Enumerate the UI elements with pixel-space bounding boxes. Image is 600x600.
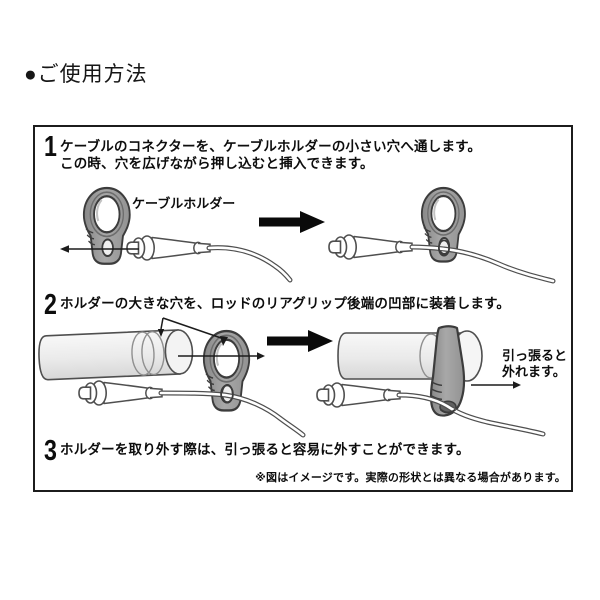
cable-connector-icon — [316, 382, 401, 408]
footnote: ※図はイメージです。実際の形状とは異なる場合があります。 — [255, 472, 566, 484]
cable-connector-icon — [126, 235, 211, 261]
cable-holder-icon — [202, 329, 251, 412]
step-2-text: ホルダーの大きな穴を、ロッドのリアグリップ後端の凹部に装着します。 — [60, 296, 511, 311]
instruction-box: 1 ケーブルのコネクターを、ケーブルホルダーの小さい穴へ通します。 この時、穴を… — [33, 125, 573, 492]
cable-connector-icon — [328, 234, 413, 260]
next-step-arrow-icon — [267, 330, 333, 352]
step-3-number: 3 — [44, 435, 57, 467]
step-2-number: 2 — [44, 289, 57, 321]
step2-left-illustration — [38, 317, 306, 438]
step-1-number: 1 — [44, 131, 57, 163]
pull-to-remove-label: 引っ張ると 外れます。 — [502, 348, 568, 379]
step-3-text: ホルダーを取り外す際は、引っ張ると容易に外すことができます。 — [60, 442, 470, 457]
next-step-arrow-icon — [259, 211, 325, 233]
cable-holder-icon — [420, 186, 467, 263]
rod-rear-grip-icon — [38, 329, 194, 381]
hole-pointer-arrow-icon — [220, 336, 228, 346]
step-1-text: ケーブルのコネクターを、ケーブルホルダーの小さい穴へ通します。 この時、穴を広げ… — [60, 139, 482, 171]
cable-holder-label: ケーブルホルダー — [132, 196, 236, 211]
page-title: ●ご使用方法 — [24, 63, 148, 86]
cable-holder-attached-icon — [429, 325, 466, 417]
groove-pointer-arrow-icon — [157, 329, 165, 337]
step1-right-illustration — [328, 186, 556, 284]
insert-direction-arrow-icon — [60, 245, 69, 253]
rod-rear-grip-icon — [337, 330, 483, 382]
attach-direction-arrow-icon — [257, 352, 265, 360]
cable-holder-icon — [82, 186, 131, 265]
step2-right-illustration — [316, 325, 546, 437]
pull-direction-arrow-icon — [513, 381, 521, 389]
cable-connector-icon — [78, 380, 163, 406]
